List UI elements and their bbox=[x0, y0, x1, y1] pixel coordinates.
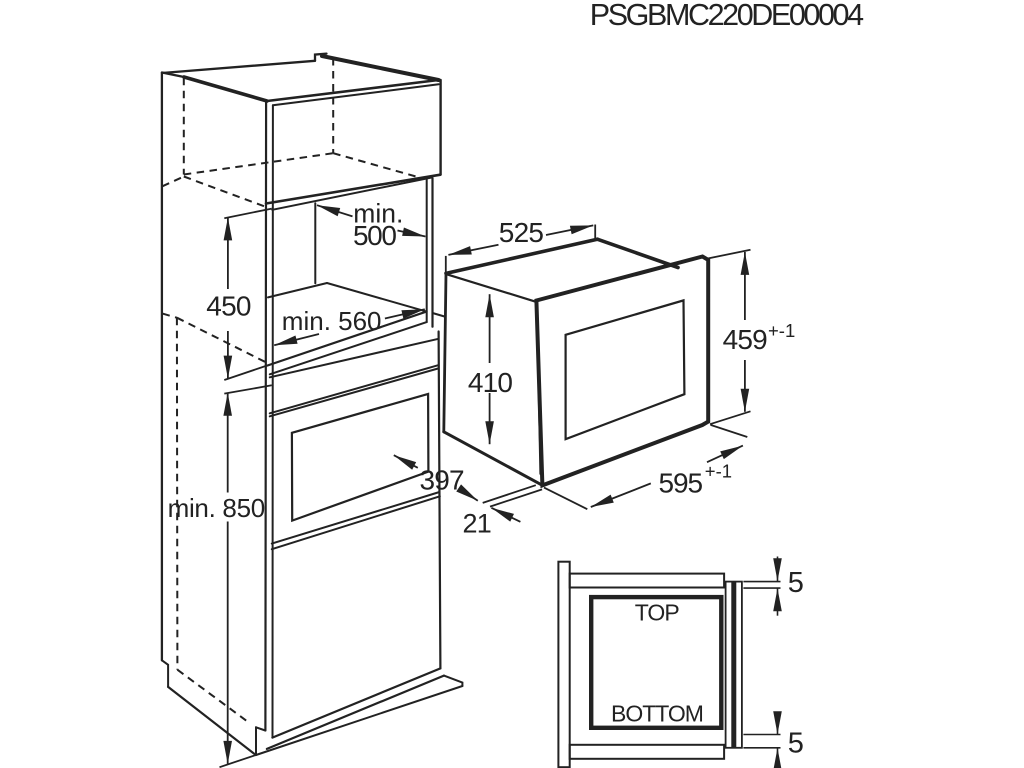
svg-text:410: 410 bbox=[468, 367, 513, 398]
svg-text:TOP: TOP bbox=[635, 599, 680, 625]
svg-text:450: 450 bbox=[206, 290, 251, 321]
svg-text:+-1: +-1 bbox=[768, 320, 795, 341]
svg-text:397: 397 bbox=[420, 464, 465, 495]
svg-text:BOTTOM: BOTTOM bbox=[611, 700, 703, 726]
svg-text:525: 525 bbox=[499, 217, 544, 248]
svg-text:595: 595 bbox=[659, 468, 703, 499]
svg-text:459: 459 bbox=[723, 324, 768, 355]
svg-text:5: 5 bbox=[788, 728, 803, 760]
svg-text:min. 560: min. 560 bbox=[282, 306, 382, 336]
svg-text:min.: min. bbox=[353, 199, 403, 229]
svg-text:PSGBMC220DE00004: PSGBMC220DE00004 bbox=[590, 0, 864, 32]
svg-text:5: 5 bbox=[788, 567, 803, 599]
svg-text:500: 500 bbox=[353, 220, 396, 251]
svg-text:+-1: +-1 bbox=[705, 460, 732, 481]
svg-text:min. 850: min. 850 bbox=[168, 493, 265, 523]
svg-text:21: 21 bbox=[463, 508, 491, 538]
